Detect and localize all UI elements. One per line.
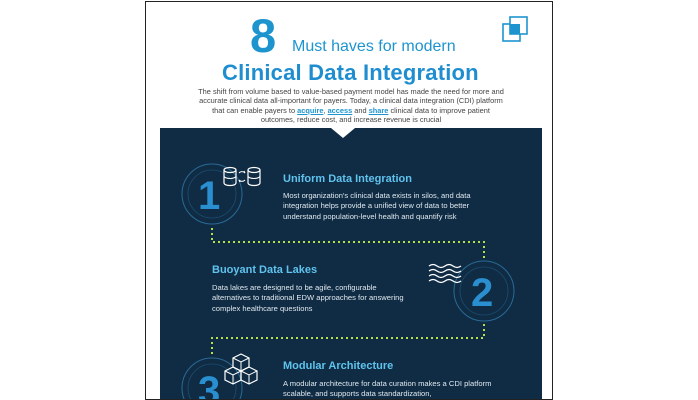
- step-number-3: 3: [198, 369, 221, 400]
- steps-panel: 1 Uniform Data Integration Most organiza…: [160, 128, 542, 400]
- database-sync-icon: [223, 166, 261, 187]
- intro-sep: and: [352, 105, 369, 115]
- infographic-frame: 8 Must haves for modern Clinical Data In…: [145, 1, 553, 400]
- section-title-1: Uniform Data Integration: [283, 173, 412, 185]
- intro-sep: ,: [323, 105, 328, 115]
- headline-number: 8: [250, 9, 276, 62]
- intro-text: clinical data to improve patient outcome…: [260, 105, 490, 125]
- modular-cubes-icon: [224, 353, 258, 385]
- section-description-1: Most organization's clinical data exists…: [283, 191, 471, 221]
- corner-squares-icon: [502, 16, 528, 42]
- page-title: Clinical Data Integration: [222, 60, 479, 85]
- step-number-1: 1: [198, 174, 221, 218]
- section-title-3: Modular Architecture: [283, 360, 394, 372]
- keyword-acquire: acquire: [297, 105, 324, 115]
- headline-subtitle: Must haves for modern: [292, 38, 456, 55]
- connector-lines: [181, 163, 515, 399]
- keyword-access: access: [327, 105, 353, 115]
- keyword-share: share: [368, 105, 389, 115]
- section-description-2: Data lakes are designed to be agile, con…: [212, 283, 404, 313]
- intro-paragraph: The shift from volume based to value-bas…: [196, 87, 506, 125]
- data-lake-waves-icon: [428, 263, 462, 284]
- step-number-2: 2: [471, 271, 494, 315]
- panel-notch: [331, 128, 355, 138]
- intro-text: The shift from volume based to value-bas…: [198, 87, 504, 115]
- section-description-3: A modular architecture for data curation…: [283, 379, 492, 399]
- section-title-2: Buoyant Data Lakes: [212, 264, 318, 276]
